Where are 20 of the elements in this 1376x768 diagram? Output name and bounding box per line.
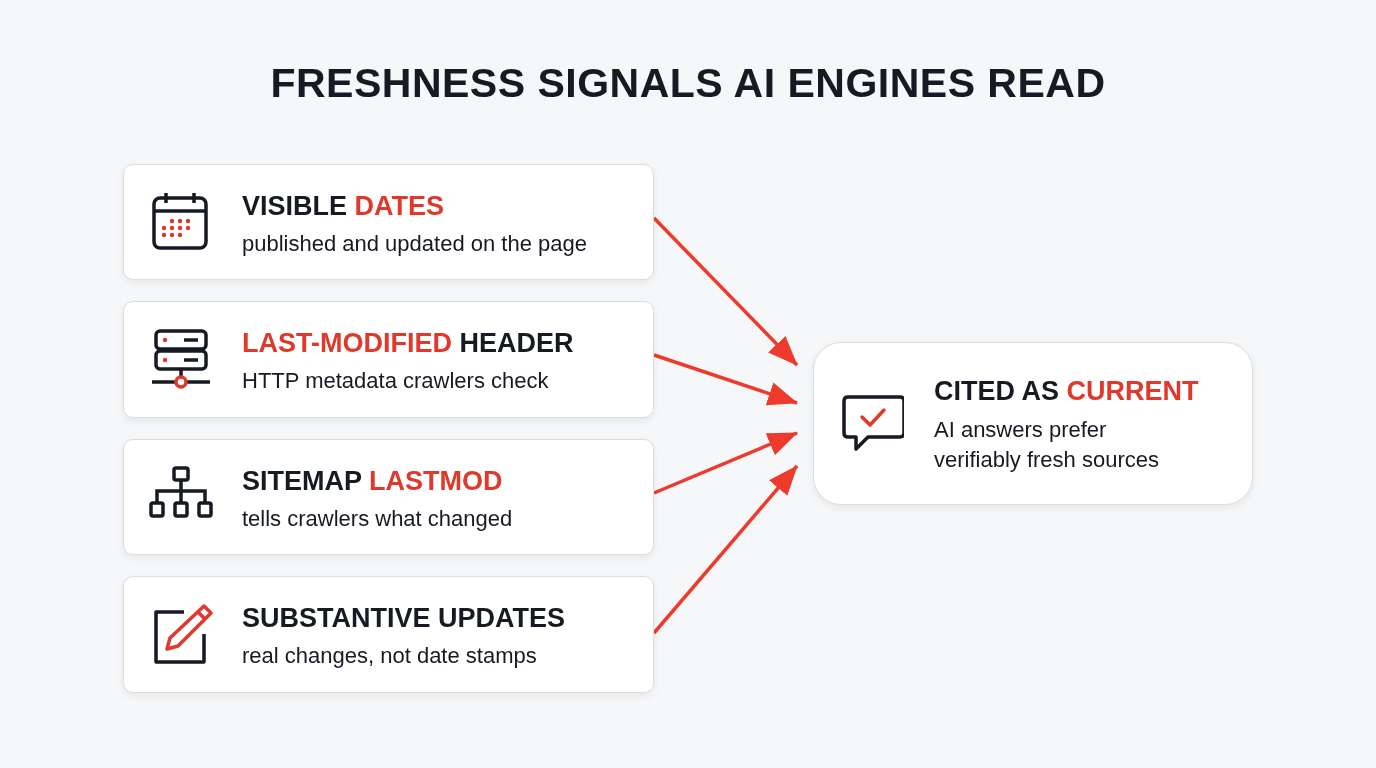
signal-card [123, 576, 654, 693]
result-card [813, 342, 1253, 505]
arrow [652, 464, 799, 635]
arrow [652, 216, 799, 367]
card-heading: LAST-MODIFIED HEADER [242, 328, 574, 359]
card-heading: VISIBLE DATES [242, 191, 445, 222]
card-description: real changes, not date stamps [242, 642, 538, 670]
card-heading: CITED AS CURRENT [934, 376, 1199, 407]
signal-card [123, 301, 654, 418]
arrow [653, 431, 798, 495]
card-description: HTTP metadata crawlers check [242, 367, 550, 395]
arrow [653, 353, 798, 406]
card-heading: SUBSTANTIVE UPDATES [242, 603, 566, 634]
card-heading: SITEMAP LASTMOD [242, 466, 503, 497]
signal-card [123, 439, 654, 555]
card-description: AI answers prefer verifiably fresh sources [934, 416, 1160, 474]
card-description: published and updated on the page [242, 230, 588, 258]
card-description: tells crawlers what changed [242, 505, 514, 533]
diagram-title: FRESHNESS SIGNALS AI ENGINES READ [269, 60, 1107, 107]
signal-card [123, 164, 654, 280]
